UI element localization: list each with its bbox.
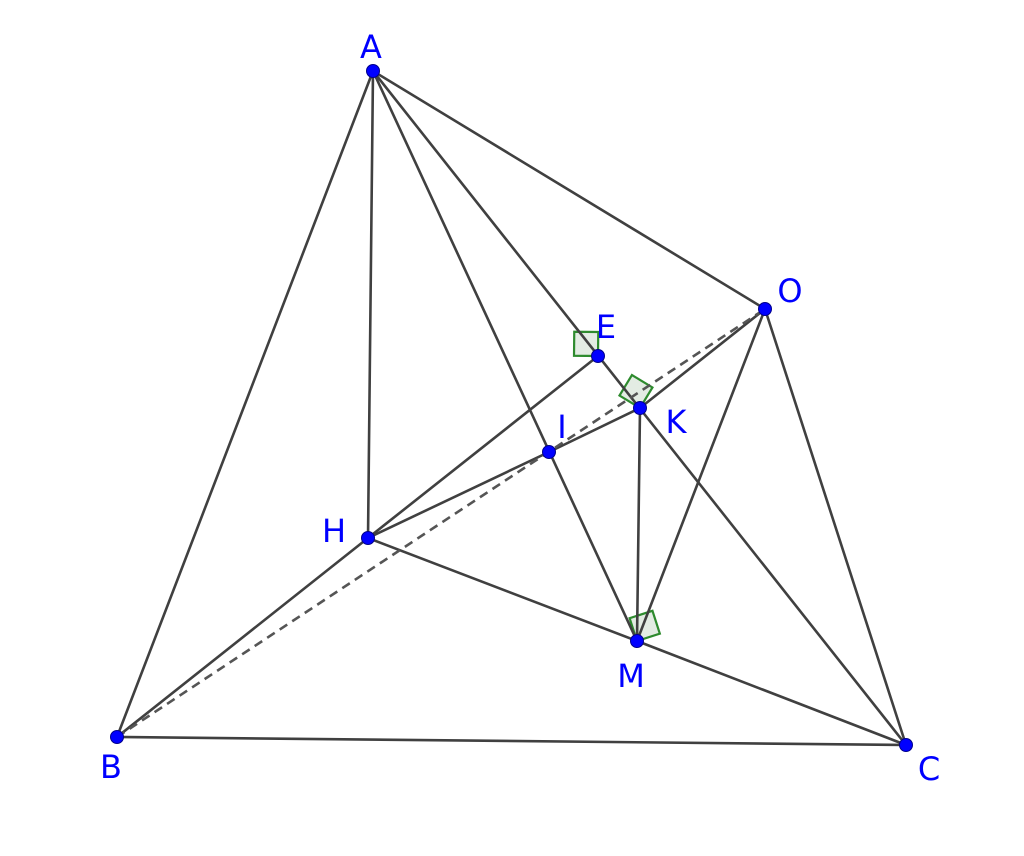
segment-am [371,69,639,643]
point-e [591,349,605,363]
segment-oc [763,307,908,747]
right-angle-mark-k [617,373,654,410]
segment-ah [366,69,375,540]
label-k: K [666,403,688,441]
point-b [110,730,124,744]
point-a [366,64,380,78]
segment-bh [115,536,370,739]
segment-km [635,406,642,643]
label-o: O [777,272,802,310]
segment-ao [371,69,767,311]
label-m: M [617,657,645,695]
point-m [630,634,644,648]
segment-ko [638,307,767,410]
point-k [633,401,647,415]
label-e: E [596,308,616,346]
point-i [542,445,556,459]
segment-ik [547,406,642,454]
segment-he [366,354,600,540]
label-c: C [918,750,940,788]
segment-hi [366,450,551,540]
label-b: B [100,748,122,786]
segment-ab [115,69,375,739]
segment-hm [366,536,639,643]
point-labels: A B C O E K I H M [100,28,940,788]
point-o [758,302,772,316]
segments [115,69,908,747]
label-h: H [322,512,346,550]
points [110,64,913,752]
label-i: I [557,408,566,446]
label-a: A [360,28,382,66]
segment-mc [635,639,908,747]
segment-bc [115,735,908,747]
dashed-segment-bo [116,307,766,739]
point-c [899,738,913,752]
point-h [361,531,375,545]
segment-mo [635,307,767,643]
